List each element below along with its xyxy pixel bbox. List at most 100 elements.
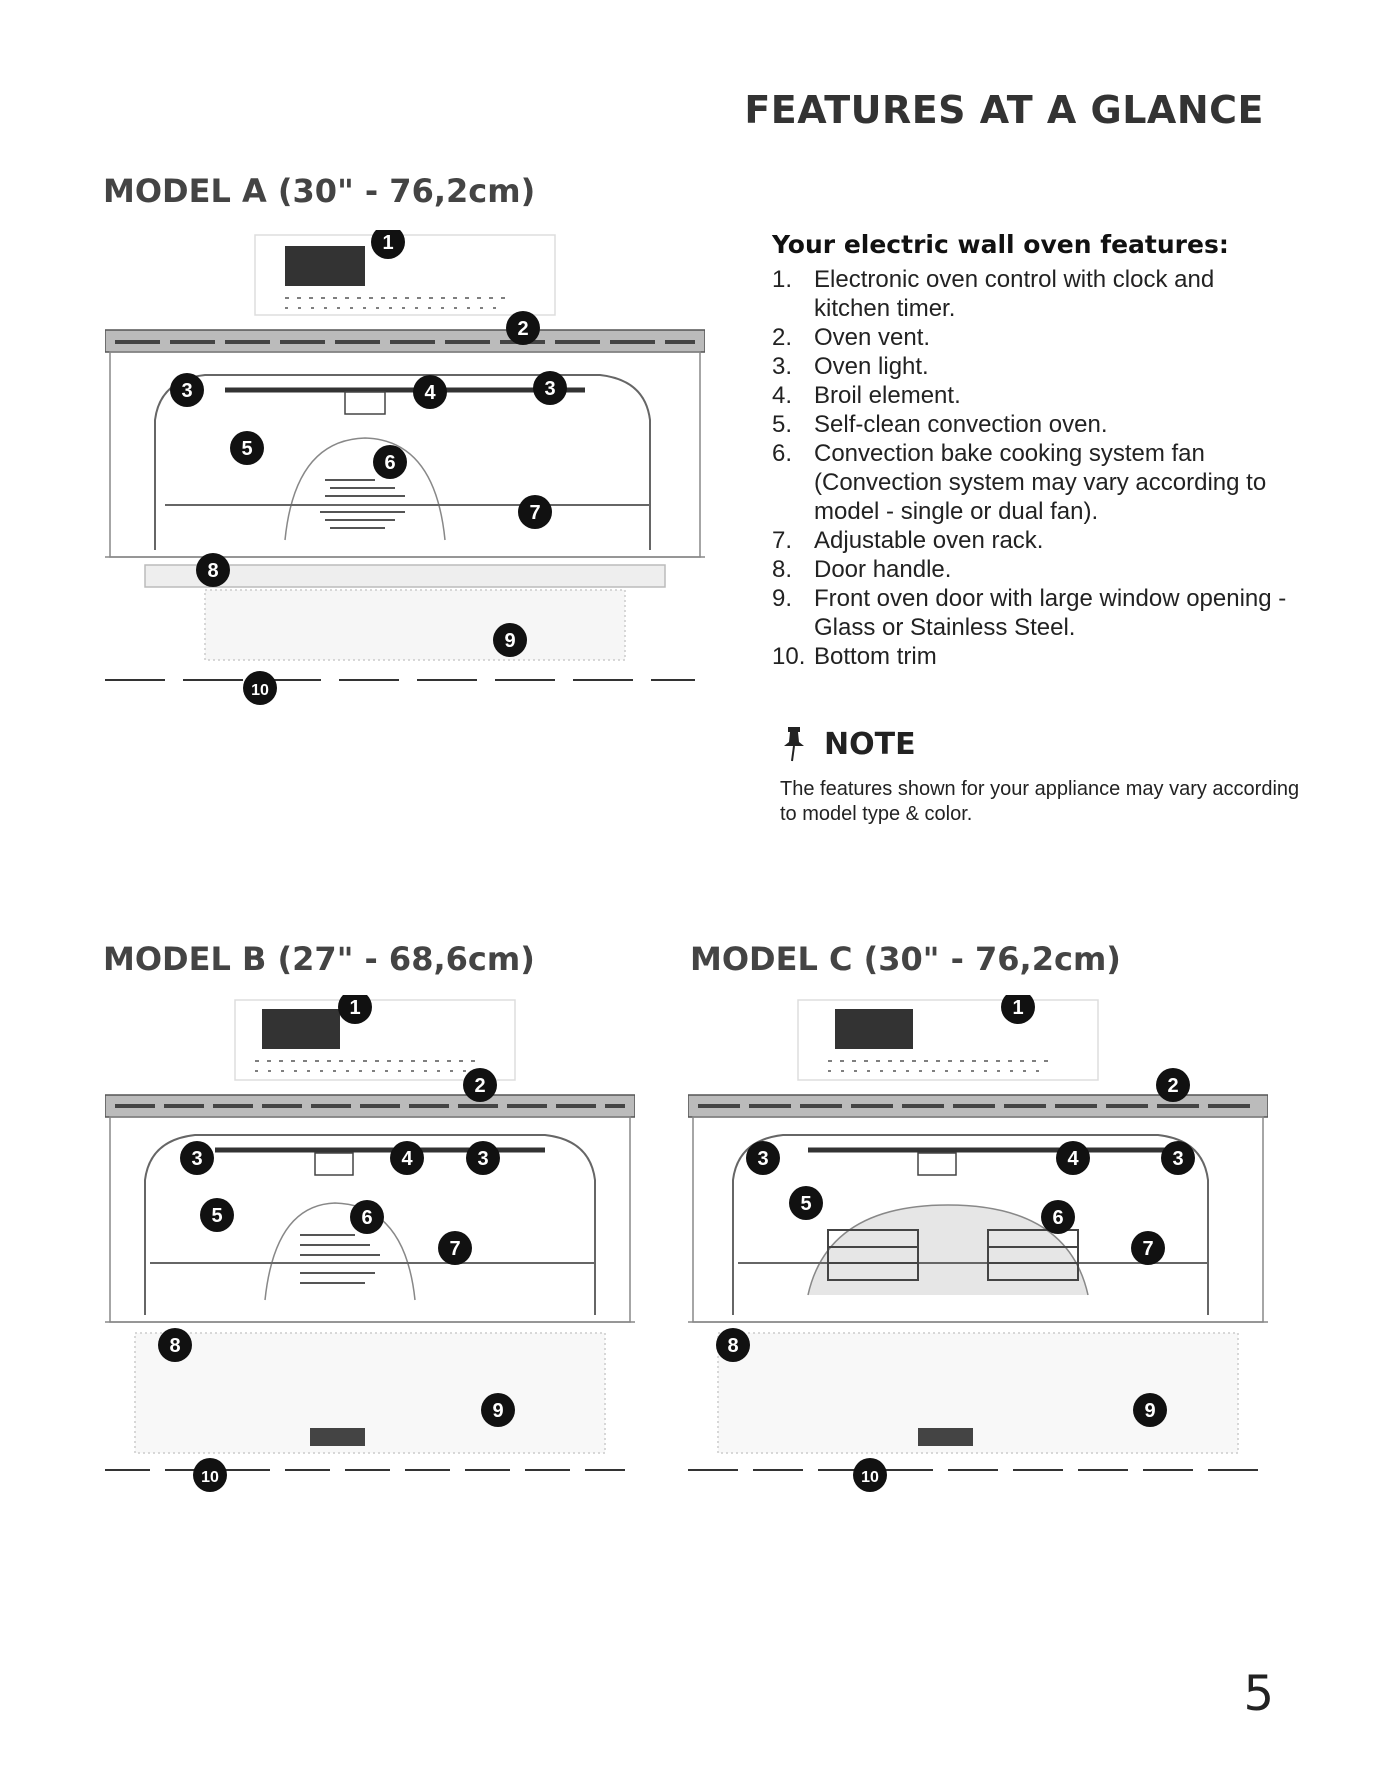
callout-label: 4	[401, 1148, 413, 1170]
callout-label: 4	[424, 382, 436, 404]
feature-text: Oven light.	[814, 353, 929, 380]
callout-3: 3	[180, 1141, 214, 1175]
callout-label: 10	[201, 1469, 219, 1486]
feature-text: Door handle.	[814, 556, 952, 583]
callout-label: 4	[1067, 1148, 1079, 1170]
model-c-title: MODEL C (30" - 76,2cm)	[690, 940, 1121, 978]
model-b-title: MODEL B (27" - 68,6cm)	[103, 940, 535, 978]
feature-item: 4. Broil element.	[772, 381, 1292, 410]
callout-label: 3	[181, 380, 192, 402]
callout-label: 3	[191, 1148, 202, 1170]
feature-text: Broil element.	[814, 382, 961, 409]
feature-number: 4.	[772, 382, 793, 409]
callout-label: 3	[544, 378, 555, 400]
callout-9: 9	[493, 623, 527, 657]
callout-label: 2	[1167, 1075, 1178, 1097]
note-header: NOTE	[780, 725, 1300, 763]
feature-number: 9.	[772, 585, 793, 612]
callout-label: 1	[1012, 997, 1023, 1019]
oven-illustration: 1 2 3 4 3 5 6 7 8 9 10	[105, 230, 705, 705]
callout-1: 1	[338, 995, 372, 1024]
callout-9: 9	[1133, 1393, 1167, 1427]
callout-3: 3	[746, 1141, 780, 1175]
model-a-title: MODEL A (30" - 76,2cm)	[103, 172, 536, 210]
callout-label: 8	[727, 1335, 738, 1357]
feature-item: 2. Oven vent.	[772, 323, 1292, 352]
feature-list: 1. Electronic oven control with clock and…	[772, 265, 1292, 671]
callout-label: 10	[251, 682, 269, 699]
feature-text: Electronic oven control with clock and k…	[814, 266, 1215, 322]
feature-item: 6. Convection bake cooking system fan (Co…	[772, 439, 1292, 526]
feature-item: 8. Door handle.	[772, 555, 1292, 584]
feature-number: 1.	[772, 266, 793, 293]
callout-7: 7	[518, 495, 552, 529]
callout-label: 2	[474, 1075, 485, 1097]
feature-number: 2.	[772, 324, 793, 351]
feature-text: Adjustable oven rack.	[814, 527, 1044, 554]
callout-label: 7	[449, 1238, 460, 1260]
callout-10: 10	[243, 671, 277, 705]
feature-item: 1. Electronic oven control with clock and…	[772, 265, 1292, 323]
callout-label: 2	[517, 318, 528, 340]
callout-6: 6	[1041, 1200, 1075, 1234]
page-number: 5	[1243, 1666, 1274, 1722]
callout-6: 6	[350, 1200, 384, 1234]
callout-3: 3	[466, 1141, 500, 1175]
callout-1: 1	[1001, 995, 1035, 1024]
page-title: FEATURES AT A GLANCE	[744, 88, 1264, 132]
callout-label: 7	[529, 502, 540, 524]
feature-item: 5.Self-clean convection oven.	[772, 410, 1292, 439]
callout-4: 4	[413, 375, 447, 409]
callout-8: 8	[716, 1328, 750, 1362]
callout-3: 3	[533, 371, 567, 405]
callout-label: 5	[800, 1193, 811, 1215]
callout-label: 9	[1144, 1400, 1155, 1422]
callout-3: 3	[170, 373, 204, 407]
callout-7: 7	[1131, 1231, 1165, 1265]
feature-text: Oven vent.	[814, 324, 931, 351]
callout-label: 7	[1142, 1238, 1153, 1260]
features-block: Your electric wall oven features: 1.Elec…	[772, 230, 1292, 671]
callout-5: 5	[789, 1186, 823, 1220]
callout-4: 4	[390, 1141, 424, 1175]
callout-label: 6	[361, 1207, 372, 1229]
callout-4: 4	[1056, 1141, 1090, 1175]
callout-label: 10	[861, 1469, 879, 1486]
feature-item: 3.Oven light.	[772, 352, 1292, 381]
callout-9: 9	[481, 1393, 515, 1427]
callout-label: 3	[477, 1148, 488, 1170]
callout-2: 2	[463, 1068, 497, 1102]
callout-label: 3	[1172, 1148, 1183, 1170]
callout-10: 10	[193, 1458, 227, 1492]
oven-diagram-model-a: 1 2 3 4 3 5 6 7 8 9 10	[105, 230, 705, 790]
callout-3: 3	[1161, 1141, 1195, 1175]
feature-text: Convection bake cooking system fan (Conv…	[814, 440, 1267, 525]
callout-2: 2	[1156, 1068, 1190, 1102]
callout-label: 1	[382, 232, 393, 254]
feature-item: 7. Adjustable oven rack.	[772, 526, 1292, 555]
callout-label: 9	[504, 630, 515, 652]
callout-8: 8	[196, 553, 230, 587]
feature-number: 8.	[772, 556, 793, 583]
callout-5: 5	[200, 1198, 234, 1232]
note-block: NOTE The features shown for your applian…	[780, 725, 1300, 827]
feature-number: 10.	[772, 643, 806, 670]
callout-6: 6	[373, 445, 407, 479]
feature-number: 5.	[772, 411, 793, 438]
note-title: NOTE	[824, 726, 916, 762]
feature-item: 9. Front oven door with large window open…	[772, 584, 1292, 642]
feature-number: 6.	[772, 440, 793, 467]
feature-number: 7.	[772, 527, 793, 554]
callout-label: 5	[211, 1205, 222, 1227]
callouts: 1 2 3 4 3 5 6 7 8 9 10	[170, 230, 567, 705]
callout-label: 8	[207, 560, 218, 582]
feature-text: Front oven door with large window openin…	[814, 585, 1287, 641]
callout-label: 5	[241, 438, 252, 460]
callout-label: 6	[384, 452, 395, 474]
callout-7: 7	[438, 1231, 472, 1265]
